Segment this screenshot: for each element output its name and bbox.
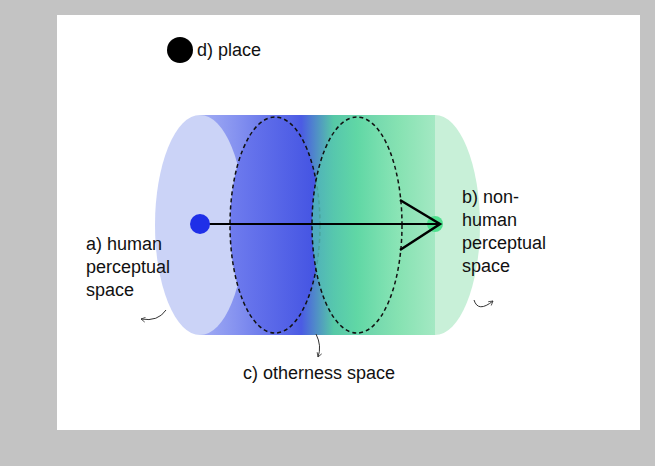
- arrow-line: [200, 223, 440, 225]
- edge-group: [200, 200, 440, 250]
- label-text: d) place: [197, 39, 261, 62]
- blue-dot: [190, 214, 210, 234]
- region-label: d) place: [197, 39, 261, 62]
- region-label: c) otherness space: [243, 362, 395, 385]
- leader-arrow: [141, 310, 166, 320]
- label-text: b) non-human perceptual space: [462, 186, 570, 278]
- region-label: a) human perceptual space: [86, 213, 200, 302]
- region-label: b) non-human perceptual space: [440, 186, 570, 278]
- leader-arrow: [474, 300, 493, 307]
- arrow-head: [400, 200, 440, 250]
- label-text: a) human perceptual space: [86, 233, 200, 302]
- label-text: c) otherness space: [243, 362, 395, 385]
- place-dot: [167, 37, 193, 63]
- leader-arrow: [316, 334, 320, 357]
